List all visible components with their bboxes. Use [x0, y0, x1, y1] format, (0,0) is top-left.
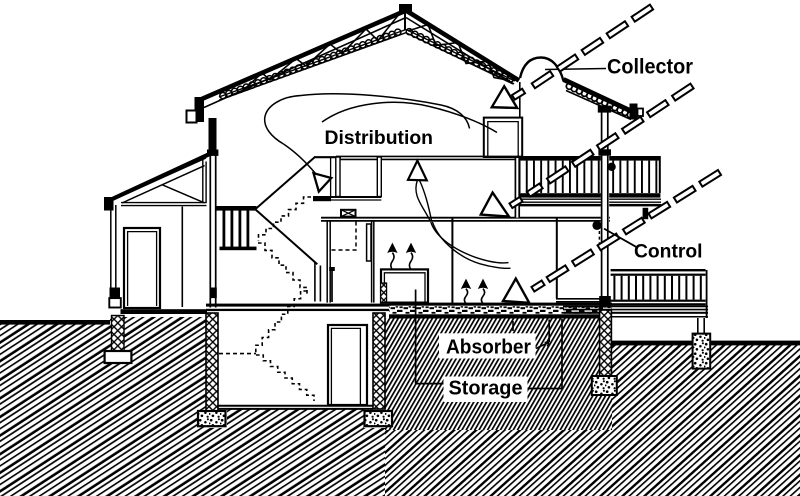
svg-text:Storage: Storage — [449, 378, 523, 400]
svg-text:Collector: Collector — [607, 55, 693, 78]
svg-text:Control: Control — [634, 242, 703, 263]
svg-text:Distribution: Distribution — [325, 127, 434, 149]
svg-text:Absorber: Absorber — [446, 336, 531, 358]
